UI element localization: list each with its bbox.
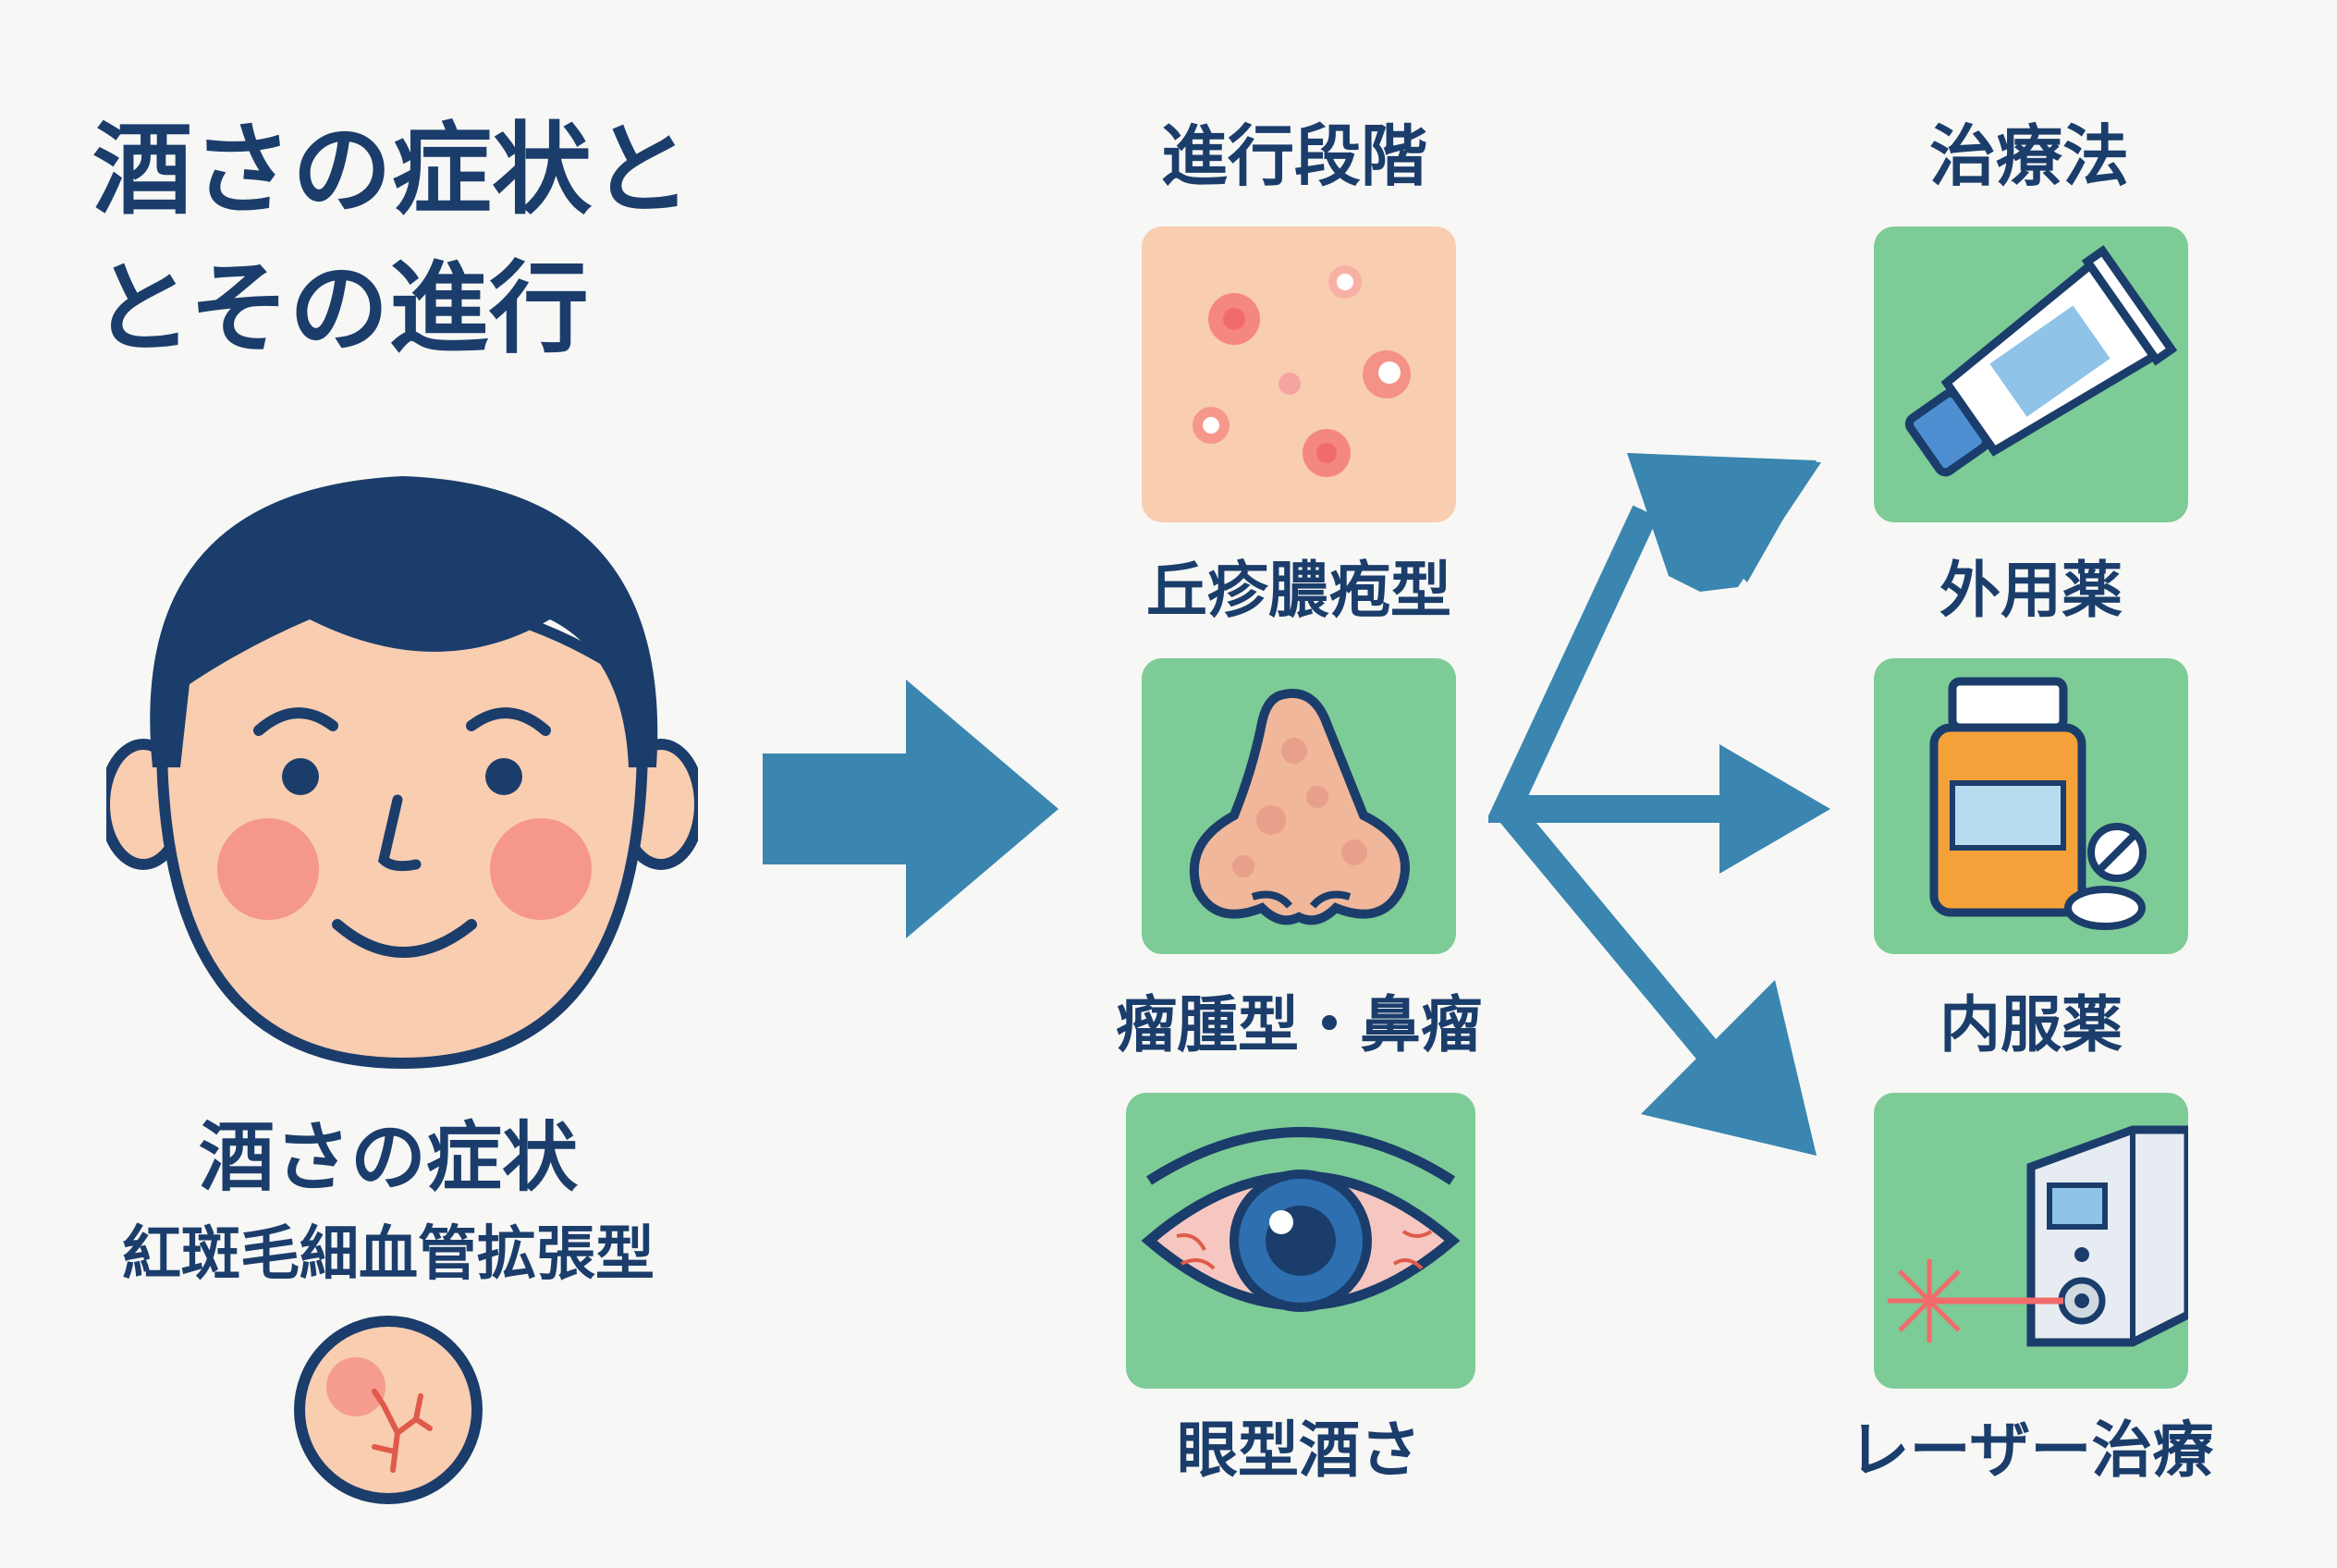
title-line-2: とその進行 bbox=[92, 251, 589, 367]
pill-bottle-icon bbox=[1929, 677, 2147, 930]
stage-tile-ocular bbox=[1126, 1093, 1475, 1389]
treatment-label-1: 外用薬 bbox=[1939, 555, 2123, 626]
title-line-1: 酒さの症状と bbox=[92, 113, 692, 228]
capillary-skin-icon bbox=[291, 1313, 485, 1507]
treatment-tile-topical bbox=[1874, 227, 2188, 522]
stage-label-2: 瘤腫型・鼻瘤 bbox=[1116, 989, 1482, 1060]
treatments-heading: 治療法 bbox=[1928, 117, 2129, 195]
face-illustration bbox=[99, 462, 705, 1072]
pimples-skin-icon bbox=[1193, 265, 1411, 477]
treatment-tile-laser bbox=[1874, 1093, 2188, 1389]
treatment-label-2: 内服薬 bbox=[1939, 989, 2123, 1060]
treatment-label-3: レーザー治療 bbox=[1848, 1415, 2214, 1486]
progression-arrow bbox=[758, 675, 1063, 943]
symptom-subtype: 紅斑毛細血管拡張型 bbox=[122, 1220, 655, 1289]
stages-heading: 進行段階 bbox=[1160, 117, 1427, 195]
stage-label-3: 眼型酒さ bbox=[1177, 1415, 1421, 1486]
stage-tile-rhinophyma bbox=[1142, 658, 1456, 954]
treatment-tile-oral bbox=[1874, 658, 2188, 954]
ointment-tube-icon bbox=[1904, 245, 2178, 477]
symptom-title: 酒さの症状 bbox=[198, 1114, 578, 1202]
stage-label-1: 丘疹膿疱型 bbox=[1146, 555, 1451, 626]
page-title: 酒さの症状と とその進行 bbox=[92, 102, 850, 379]
treatment-branch-arrows bbox=[1485, 444, 1840, 1183]
stage-tile-papulopustular bbox=[1142, 227, 1456, 522]
red-eye-icon bbox=[1141, 1127, 1461, 1312]
swollen-nose-icon bbox=[1189, 689, 1410, 925]
laser-device-icon bbox=[1888, 1125, 2188, 1347]
